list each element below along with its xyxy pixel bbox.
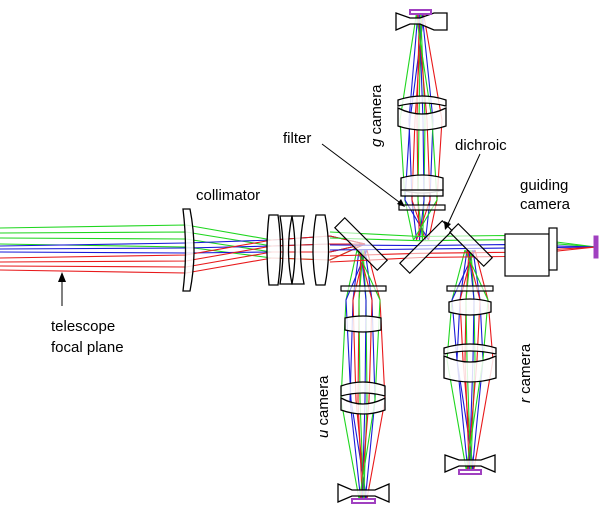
ray bbox=[340, 249, 360, 501]
u-dichroic-plate bbox=[333, 216, 389, 272]
ray bbox=[468, 249, 475, 471]
ray bbox=[416, 14, 421, 241]
ray bbox=[421, 14, 434, 241]
ray bbox=[399, 14, 417, 241]
beam-splitters bbox=[333, 216, 494, 275]
ray bbox=[456, 249, 469, 471]
ray bbox=[0, 224, 366, 245]
ray bbox=[417, 14, 424, 241]
collimator-lens-2 bbox=[266, 214, 282, 286]
g-camera-optics bbox=[395, 9, 448, 211]
ray bbox=[415, 14, 431, 241]
r-camera-optics bbox=[443, 285, 497, 475]
ray bbox=[366, 249, 386, 501]
u-camera-label: u camera bbox=[315, 375, 332, 438]
filter-leader-arrowhead bbox=[397, 199, 405, 207]
main-beam-rays bbox=[0, 224, 366, 274]
ray bbox=[357, 249, 363, 501]
u-camera-detector bbox=[351, 498, 376, 504]
ray bbox=[349, 249, 362, 501]
r-camera-filter bbox=[446, 285, 494, 292]
collimator-lens-5 bbox=[312, 214, 330, 286]
filter-label: filter bbox=[283, 130, 311, 147]
r-camera-lens-3 bbox=[443, 354, 497, 383]
g-camera-lens-2 bbox=[397, 106, 447, 131]
ray bbox=[471, 249, 484, 471]
filter-plate bbox=[398, 204, 446, 211]
guiding-camera-detector bbox=[593, 235, 599, 259]
ray bbox=[466, 249, 481, 471]
ray bbox=[446, 249, 467, 471]
ray bbox=[356, 249, 381, 501]
filter-leader-line bbox=[321, 143, 404, 206]
ray bbox=[358, 249, 373, 501]
collimator-lens-1 bbox=[182, 208, 195, 292]
g-camera-label: g camera bbox=[368, 84, 385, 147]
u-camera-lens-3 bbox=[340, 396, 386, 415]
ray bbox=[360, 249, 367, 501]
g-camera-lens-4 bbox=[400, 189, 444, 197]
u-camera-rays bbox=[340, 249, 386, 501]
r-camera-label: r camera bbox=[517, 343, 534, 403]
r-dichroic-plate bbox=[448, 222, 494, 268]
collimator-label: collimator bbox=[196, 187, 260, 204]
u-camera-field-lens bbox=[337, 483, 390, 503]
ray bbox=[413, 14, 438, 241]
r-camera-rays bbox=[446, 249, 494, 471]
telescope-label-line1: telescope bbox=[51, 318, 115, 335]
u-camera-optics bbox=[337, 285, 390, 504]
ray bbox=[404, 14, 429, 241]
g-dichroic-plate bbox=[398, 219, 454, 275]
g-camera-lens-1 bbox=[397, 95, 447, 107]
guiding-camera bbox=[504, 227, 599, 277]
collimator-lens-group bbox=[182, 208, 330, 292]
g-camera-field-lens bbox=[395, 12, 448, 31]
ray bbox=[408, 14, 419, 241]
dichroic-leader-line bbox=[446, 153, 481, 227]
ray bbox=[358, 249, 365, 501]
guiding-camera-window bbox=[548, 227, 558, 271]
guiding-camera-body bbox=[504, 233, 550, 277]
ray bbox=[473, 249, 494, 471]
u-camera-lens-1 bbox=[344, 315, 382, 333]
r-camera-detector bbox=[458, 469, 482, 475]
ray bbox=[464, 249, 470, 471]
ray bbox=[418, 14, 425, 241]
guiding-camera-label-line2: camera bbox=[520, 196, 571, 213]
ray bbox=[464, 249, 489, 471]
r-camera-lens-2 bbox=[443, 343, 497, 355]
ray bbox=[423, 14, 443, 241]
u-camera-filter bbox=[340, 285, 387, 292]
focal-plane-arrowhead bbox=[58, 272, 66, 282]
guiding-camera-label-line1: guiding bbox=[520, 177, 568, 194]
r-camera-field-lens bbox=[444, 454, 496, 473]
g-camera-rays bbox=[399, 14, 443, 241]
dichroic-label: dichroic bbox=[455, 137, 507, 154]
collimator-lens-3 bbox=[279, 215, 293, 285]
r-camera-lens-1 bbox=[448, 298, 492, 316]
dichroic-leader-arrowhead bbox=[444, 221, 451, 230]
ray bbox=[465, 249, 472, 471]
collimator-lens-4 bbox=[291, 215, 305, 285]
u-camera-lens-2 bbox=[340, 381, 386, 397]
telescope-label-line2: focal plane bbox=[51, 339, 124, 356]
g-camera-detector bbox=[409, 9, 432, 15]
